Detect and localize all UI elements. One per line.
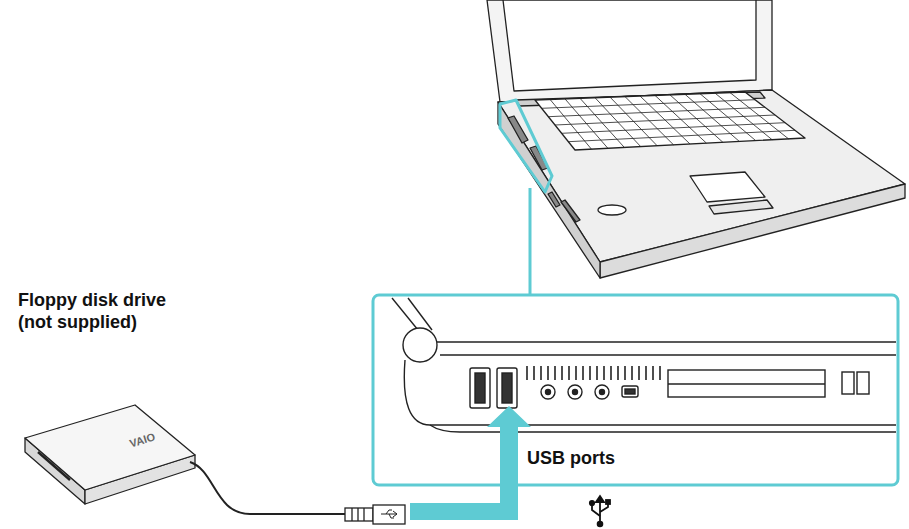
- part-label: Floppy disk drive (not supplied): [18, 290, 188, 333]
- usb-plug: [345, 505, 405, 524]
- floppy-drive: [25, 405, 195, 504]
- highlight-frame: [500, 100, 552, 192]
- usb-symbol: [590, 496, 610, 526]
- laptop-side-view: [392, 298, 896, 432]
- connect-arrow: [410, 406, 531, 520]
- zoom-panel: [373, 295, 898, 485]
- zoom-leader: [529, 188, 532, 295]
- callout-label: USB ports: [527, 448, 615, 470]
- laptop: [487, 0, 905, 278]
- usb-cable: [190, 462, 345, 514]
